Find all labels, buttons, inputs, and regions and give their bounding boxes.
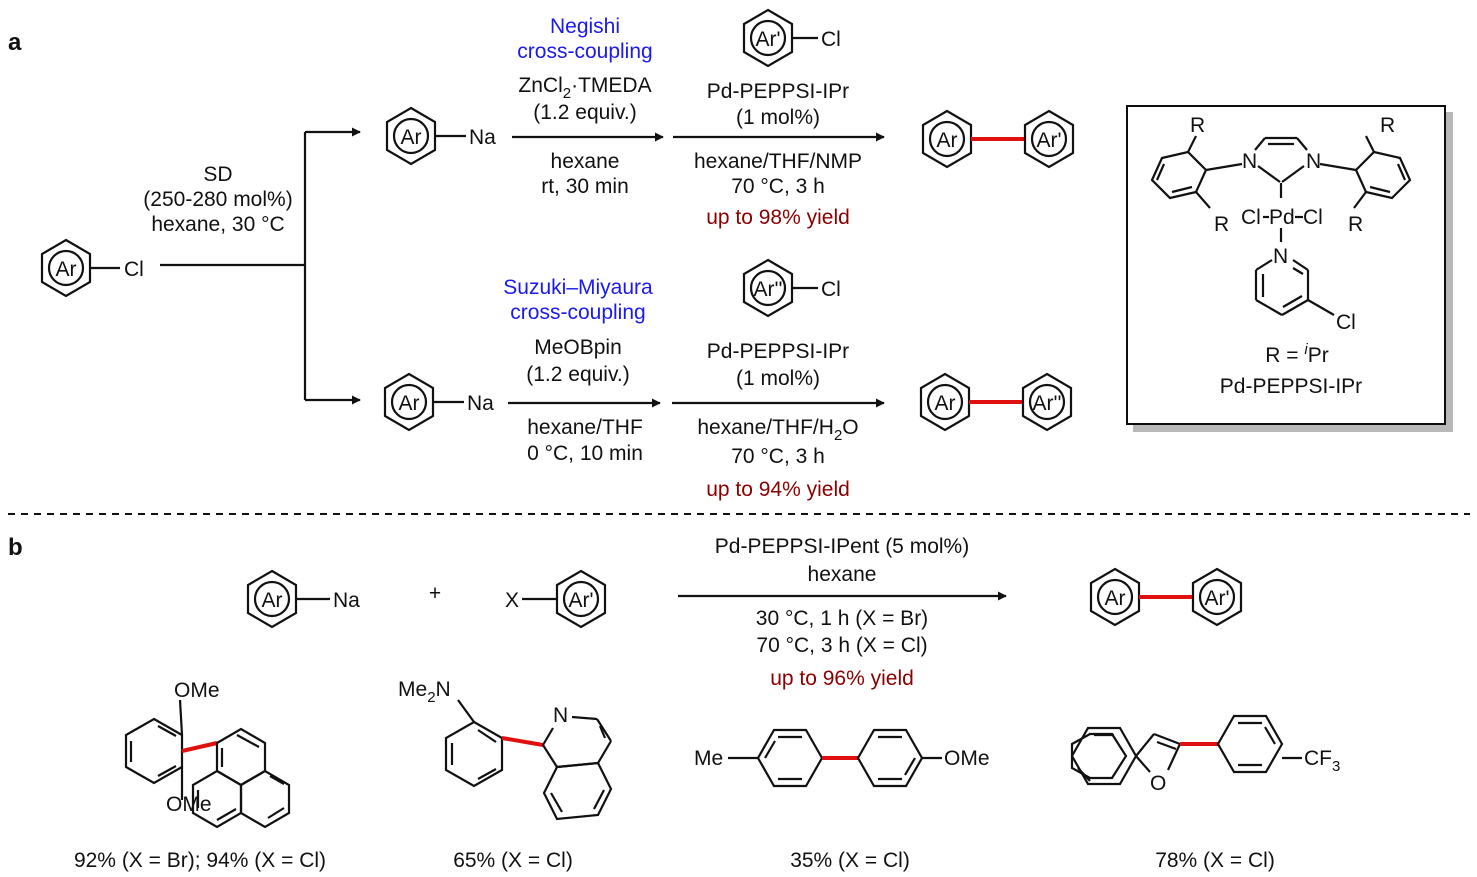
start-ring-label: Ar	[56, 258, 77, 281]
branch-arrows	[160, 127, 361, 405]
top-na-label: Na	[469, 126, 496, 149]
product-right-label: Ar'	[1036, 129, 1061, 152]
top-step1-cond: hexane	[551, 150, 620, 173]
isoquinoline-n-label: N	[553, 704, 568, 727]
example-1-structure: OMe OMe	[124, 679, 291, 829]
bottom-loading: (1 mol%)	[736, 367, 820, 390]
b-ar-prime-label: Ar'	[568, 589, 593, 612]
negishi-name: Negishi	[550, 15, 620, 38]
pyridine-n-label: N	[1273, 245, 1288, 268]
pd-cl-right: Cl	[1303, 206, 1323, 229]
pd-cl-left: Cl	[1241, 206, 1261, 229]
product-left-label: Ar	[935, 392, 956, 415]
ome-label: OMe	[944, 747, 990, 770]
bottom-na-ring-label: Ar	[399, 392, 420, 415]
bottom-partner-aryl-chloride: Ar'' Cl	[742, 258, 841, 318]
panel-b-label: b	[8, 534, 23, 561]
cf3-label: CF3	[1304, 747, 1340, 775]
ome-label: OMe	[166, 793, 212, 816]
example-3-yield: 35% (X = Cl)	[790, 849, 910, 872]
suzuki-name: cross-coupling	[510, 301, 645, 324]
r-label: R	[1348, 213, 1363, 236]
top-step2-cond: hexane/THF/NMP	[694, 150, 862, 173]
partner-cl-label: Cl	[821, 278, 841, 301]
example-3-structure: Me OMe	[694, 728, 990, 788]
catalyst-structure-box: N N R R R R Cl Pd Cl N	[1126, 105, 1446, 425]
b-x-label: X	[505, 589, 519, 612]
start-aryl-chloride: Ar Cl	[40, 238, 144, 298]
example-1-yield: 92% (X = Br); 94% (X = Cl)	[74, 849, 326, 872]
top-na-ring-label: Ar	[401, 126, 422, 149]
partner-ring-label: Ar''	[753, 278, 782, 301]
top-step1-cond: rt, 30 min	[541, 175, 629, 198]
product-left-label: Ar	[937, 129, 958, 152]
b-na-label: Na	[333, 589, 360, 612]
b-catalyst: Pd-PEPPSI-IPent (5 mol%)	[715, 535, 969, 558]
zncl2-reagent: ZnCl2·TMEDA	[518, 74, 651, 102]
b-aryl-sodium: Ar Na	[246, 569, 360, 629]
panel-a-label: a	[8, 29, 22, 56]
bottom-step1-cond: hexane/THF	[527, 416, 643, 439]
start-cl-label: Cl	[124, 258, 144, 281]
top-catalyst: Pd-PEPPSI-IPr	[707, 80, 849, 103]
r-label: R	[1214, 213, 1229, 236]
bottom-product-biaryl: Ar Ar''	[919, 372, 1073, 432]
nme2-label: Me2N	[398, 678, 451, 706]
example-4-yield: 78% (X = Cl)	[1155, 849, 1275, 872]
bottom-catalyst: Pd-PEPPSI-IPr	[707, 340, 849, 363]
nhc-n-label: N	[1306, 150, 1321, 173]
plus-sign: +	[429, 582, 441, 605]
r-definition: R = iPr	[1265, 341, 1328, 367]
top-product-biaryl: Ar Ar'	[921, 109, 1075, 169]
pd-label: Pd	[1269, 206, 1295, 229]
me-label: Me	[694, 747, 723, 770]
b-yield: up to 96% yield	[770, 667, 914, 690]
product-right-label: Ar'	[1204, 587, 1229, 610]
bottom-temp: 70 °C, 3 h	[731, 445, 825, 468]
b-product-biaryl: Ar Ar'	[1089, 567, 1243, 627]
top-step2-cond: 70 °C, 3 h	[731, 175, 825, 198]
bottom-step1-cond: 0 °C, 10 min	[527, 442, 643, 465]
top-aryl-sodium: Ar Na	[385, 106, 496, 166]
pyridine-cl-label: Cl	[1336, 311, 1356, 334]
r-label: R	[1380, 114, 1395, 137]
bottom-solvent: hexane/THF/H2O	[697, 416, 858, 444]
product-right-label: Ar''	[1032, 392, 1061, 415]
nhc-n-label: N	[1242, 150, 1257, 173]
sd-cond-line: hexane, 30 °C	[151, 213, 284, 236]
example-4-structure: O CF3	[1070, 714, 1340, 795]
meobpin-reagent: MeOBpin	[534, 336, 622, 359]
bottom-na-label: Na	[467, 392, 494, 415]
partner-ring-label: Ar'	[755, 28, 780, 51]
r-label: R	[1190, 114, 1205, 137]
product-left-label: Ar	[1105, 587, 1126, 610]
example-2-yield: 65% (X = Cl)	[453, 849, 573, 872]
top-loading: (1 mol%)	[736, 106, 820, 129]
sd-conditions: SD (250-280 mol%) hexane, 30 °C	[143, 163, 292, 236]
bottom-yield: up to 94% yield	[706, 478, 850, 501]
catalyst-name: Pd-PEPPSI-IPr	[1220, 375, 1362, 398]
bottom-equiv: (1.2 equiv.)	[526, 363, 630, 386]
b-na-ring-label: Ar	[262, 589, 283, 612]
ome-label: OMe	[174, 679, 220, 702]
furan-o-label: O	[1150, 772, 1166, 795]
top-equiv: (1.2 equiv.)	[533, 101, 637, 124]
negishi-name: cross-coupling	[517, 40, 652, 63]
bottom-aryl-sodium: Ar Na	[383, 372, 494, 432]
top-partner-aryl-chloride: Ar' Cl	[742, 8, 841, 68]
example-2-structure: Me2N N	[398, 678, 613, 821]
top-yield: up to 98% yield	[706, 206, 850, 229]
b-solvent: hexane	[808, 563, 877, 586]
b-cond: 70 °C, 3 h (X = Cl)	[756, 634, 927, 657]
b-aryl-halide: X Ar'	[505, 569, 607, 629]
suzuki-name: Suzuki–Miyaura	[503, 276, 653, 299]
partner-cl-label: Cl	[821, 28, 841, 51]
b-cond: 30 °C, 1 h (X = Br)	[756, 607, 928, 630]
sd-cond-line: (250-280 mol%)	[143, 188, 292, 211]
sd-cond-line: SD	[203, 163, 232, 186]
